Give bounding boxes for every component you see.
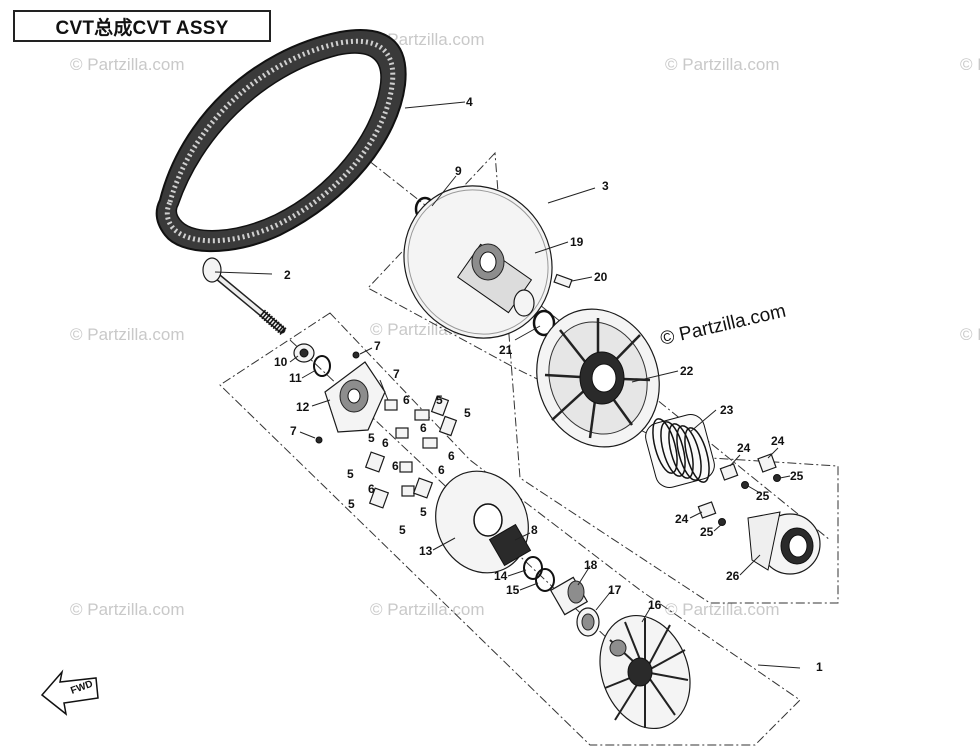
driven-cam: [747, 511, 821, 575]
callout-25: 25: [756, 489, 770, 503]
callout-6: 6: [420, 421, 427, 435]
watermark: © Partzilla.com: [370, 30, 485, 49]
callout-5: 5: [464, 406, 471, 420]
driven-spring: [645, 414, 715, 488]
callout-7: 7: [393, 367, 400, 381]
callout-8: 8: [531, 523, 538, 537]
fixed-drive-sheave: [599, 614, 691, 730]
callout-6: 6: [392, 459, 399, 473]
callout-14: 14: [494, 569, 508, 583]
callout-16: 16: [648, 598, 662, 612]
title-box: CVT总成CVT ASSY: [13, 10, 271, 42]
callout-19: 19: [570, 235, 584, 249]
watermark: © Partzilla.com: [665, 600, 780, 619]
callout-5: 5: [347, 467, 354, 481]
callout-24: 24: [771, 434, 785, 448]
driven-moving-sheave: [536, 308, 660, 448]
callout-labels: 1 2 3 4 5 5 5 5 5 5 5 6 6 6 6 6 6 6 7 7 …: [274, 95, 823, 674]
watermark: © Partzilla.com: [70, 325, 185, 344]
drive-belt: [155, 29, 407, 253]
callout-10: 10: [274, 355, 288, 369]
watermark: © Partzilla.com: [70, 55, 185, 74]
snap-ring: [532, 309, 556, 337]
callout-24: 24: [737, 441, 751, 455]
ramp-plate: [324, 361, 386, 433]
callout-18: 18: [584, 558, 598, 572]
callout-7: 7: [290, 424, 297, 438]
callout-25: 25: [790, 469, 804, 483]
watermark: © Partzilla.com: [665, 55, 780, 74]
callout-22: 22: [680, 364, 694, 378]
washer: [523, 556, 543, 580]
watermark: © Partzilla.com: [960, 55, 980, 74]
callout-5: 5: [399, 523, 406, 537]
diagram-title: CVT总成CVT ASSY: [55, 17, 229, 39]
watermark: © Partzilla.com: [960, 325, 980, 344]
callout-21: 21: [499, 343, 513, 357]
woodruff-key: [553, 273, 573, 289]
leader-lines: [214, 101, 801, 669]
callout-13: 13: [419, 544, 433, 558]
bearing: [576, 607, 600, 637]
callout-9: 9: [455, 164, 462, 178]
callout-17: 17: [608, 583, 622, 597]
callout-25: 25: [700, 525, 714, 539]
watermark: © Partzilla.com: [370, 600, 485, 619]
watermark-main: © Partzilla.com: [658, 301, 787, 350]
callout-6: 6: [382, 436, 389, 450]
callout-3: 3: [602, 179, 609, 193]
callout-6: 6: [448, 449, 455, 463]
callout-23: 23: [720, 403, 734, 417]
callout-6: 6: [368, 482, 375, 496]
callout-1: 1: [816, 660, 823, 674]
washer: [535, 568, 555, 592]
driven-group-outline: [367, 151, 839, 604]
callout-11: 11: [289, 371, 302, 385]
callout-6: 6: [438, 463, 445, 477]
callout-20: 20: [594, 270, 608, 284]
callout-4: 4: [466, 95, 473, 109]
fwd-arrow: FWD: [40, 669, 99, 716]
collar: [549, 576, 589, 616]
nut: [315, 436, 323, 444]
callout-12: 12: [296, 400, 310, 414]
callout-5: 5: [420, 505, 427, 519]
axis-line: [539, 304, 831, 541]
bushing: [488, 523, 532, 567]
callout-15: 15: [506, 583, 520, 597]
callout-6: 6: [403, 393, 410, 407]
callout-24: 24: [675, 512, 689, 526]
watermark: © Partzilla.com: [70, 600, 185, 619]
drive-nut-washer: [293, 343, 331, 377]
driven-fixed-sheave: [403, 185, 553, 339]
callout-5: 5: [348, 497, 355, 511]
callout-7: 7: [374, 339, 381, 353]
callout-5: 5: [436, 393, 443, 407]
callout-2: 2: [284, 268, 291, 282]
callout-26: 26: [726, 569, 740, 583]
center-bolt: [202, 257, 287, 336]
roller-weights: [364, 395, 458, 509]
nut: [352, 351, 360, 359]
callout-5: 5: [368, 431, 375, 445]
